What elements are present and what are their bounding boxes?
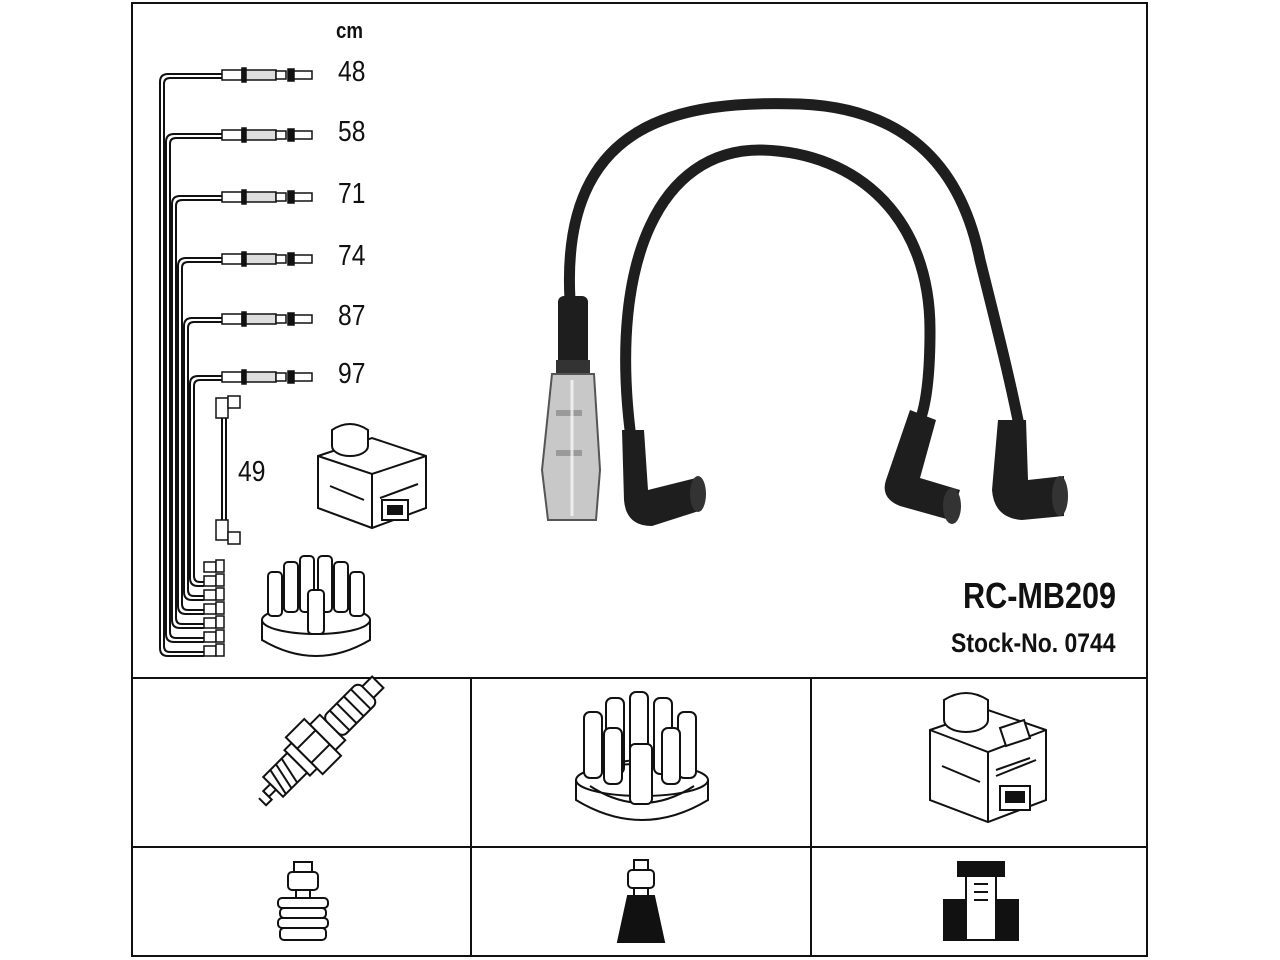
- distributor-terminal-icon: [616, 859, 666, 943]
- unit-label: cm: [336, 18, 364, 43]
- distributor-connectors: [203, 559, 225, 657]
- cable-length-1: 48: [338, 56, 366, 88]
- distributor-cap-small-icon: [261, 555, 371, 657]
- plug-connectors: [215, 67, 313, 545]
- ignition-coil-small-icon: [317, 423, 427, 530]
- spark-plug-terminal-icon: [277, 861, 329, 941]
- frame-grid: [132, 677, 1147, 957]
- spark-plug-icon: [258, 675, 385, 807]
- distributor-cap-icon: [575, 691, 709, 821]
- product-model: RC-MB209: [962, 575, 1116, 616]
- cable-schematic: [159, 73, 227, 657]
- cable-length-2: 58: [338, 116, 366, 148]
- cable-length-3: 71: [338, 178, 366, 210]
- cable-set-illustration: [540, 98, 1068, 526]
- coil-terminal-icon: [943, 861, 1019, 941]
- cable-length-5: 87: [338, 300, 366, 332]
- diagram-frame: [131, 2, 1148, 957]
- cable-length-4: 74: [338, 240, 366, 272]
- coil-cable-length: 49: [238, 456, 266, 488]
- cable-length-6: 97: [338, 358, 366, 390]
- stock-number: Stock-No. 0744: [951, 628, 1116, 658]
- ignition-coil-icon: [929, 692, 1047, 824]
